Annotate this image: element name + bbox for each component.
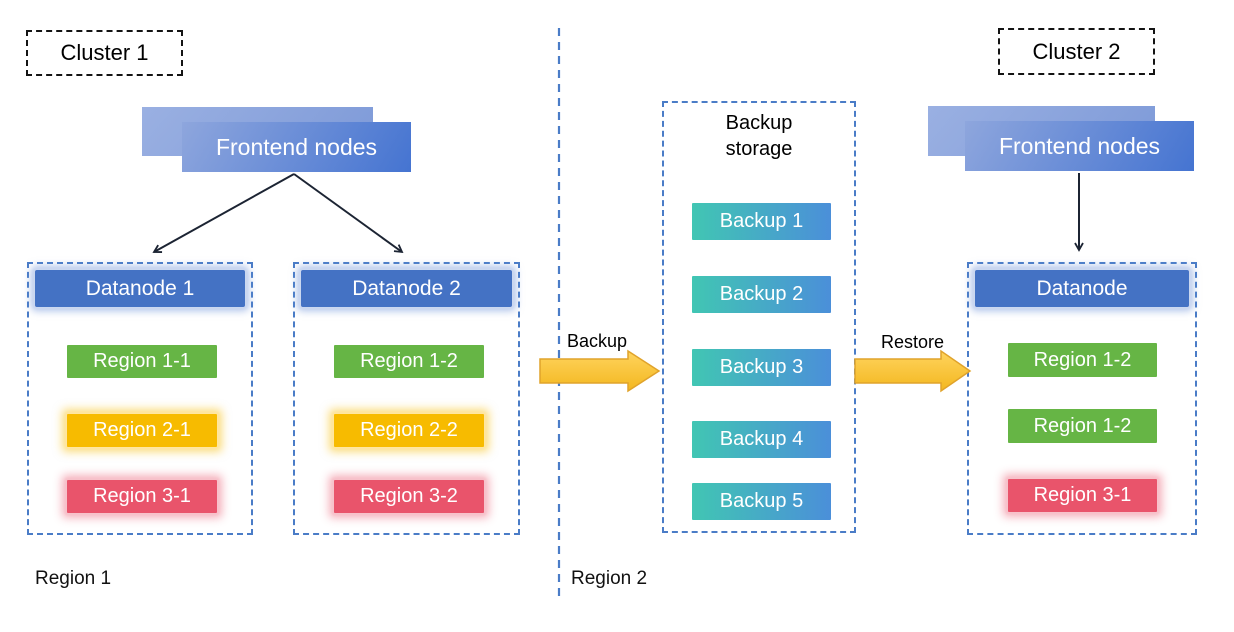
restored-datanode-header: Datanode	[975, 270, 1189, 307]
frontend-left-label: Frontend nodes	[215, 133, 378, 160]
restored-region-a-label: Region 1-2	[1033, 348, 1132, 371]
backup-storage-title-text: Backup storage	[725, 112, 793, 160]
restored-region-c-label: Region 3-1	[1033, 484, 1132, 506]
backup-storage-title: Backup storage	[664, 110, 854, 162]
region-1-1-chip: Region 1-1	[67, 345, 217, 378]
region2-footer-text: Region 2	[571, 568, 648, 589]
backup-flow-arrow	[539, 349, 661, 393]
backup-5-chip: Backup 5	[692, 483, 831, 520]
region-3-1-chip: Region 3-1	[67, 480, 217, 513]
region-3-1-label: Region 3-1	[93, 485, 191, 507]
fork-connector-to-datanode1	[152, 173, 295, 253]
region2-footer-label: Region 2	[571, 568, 647, 590]
backup-2-chip: Backup 2	[692, 276, 831, 313]
region-3-2-label: Region 3-2	[360, 485, 458, 507]
restored-region-b-chip: Region 1-2	[1008, 409, 1157, 443]
region-1-2-chip: Region 1-2	[334, 345, 484, 378]
region-1-2-label: Region 1-2	[360, 350, 458, 372]
fork-connector-to-datanode2	[293, 173, 404, 254]
cluster1-label: Cluster 1	[60, 40, 149, 65]
datanode2-title: Datanode 2	[352, 276, 461, 300]
backup-storage-panel: Backup storage Backup 1 Backup 2 Backup …	[662, 101, 856, 533]
restored-region-b-label: Region 1-2	[1033, 414, 1132, 437]
frontend-right-card: Frontend nodes	[965, 121, 1194, 171]
datanode2-header: Datanode 2	[301, 270, 512, 307]
backup-1-label: Backup 1	[719, 210, 804, 232]
datanode1-panel: Datanode 1 Region 1-1 Region 2-1 Region …	[27, 262, 253, 535]
backup-4-chip: Backup 4	[692, 421, 831, 458]
backup-3-label: Backup 3	[719, 356, 804, 378]
restored-datanode-panel: Datanode Region 1-2 Region 1-2 Region 3-…	[967, 262, 1197, 535]
region1-footer-label: Region 1	[35, 568, 111, 590]
region-1-1-label: Region 1-1	[93, 350, 191, 372]
region-2-2-label: Region 2-2	[360, 419, 458, 441]
region1-footer-text: Region 1	[35, 568, 112, 589]
cluster1-label-box: Cluster 1	[26, 30, 183, 76]
frontend-left-card: Frontend nodes	[182, 122, 411, 172]
region-2-2-chip: Region 2-2	[334, 414, 484, 447]
backup-1-chip: Backup 1	[692, 203, 831, 240]
datanode1-title: Datanode 1	[85, 276, 195, 300]
frontend-right-label: Frontend nodes	[998, 132, 1161, 159]
datanode1-header: Datanode 1	[35, 270, 245, 307]
restored-region-c-chip: Region 3-1	[1008, 479, 1157, 512]
backup-flow-label-text: Backup	[566, 331, 628, 351]
restore-flow-label: Restore	[855, 332, 970, 353]
backup-flow-label: Backup	[538, 331, 656, 352]
backup-3-chip: Backup 3	[692, 349, 831, 386]
restored-region-a-chip: Region 1-2	[1008, 343, 1157, 377]
region-3-2-chip: Region 3-2	[334, 480, 484, 513]
cluster2-label-box: Cluster 2	[998, 28, 1155, 75]
backup-2-label: Backup 2	[719, 283, 804, 305]
region-2-1-label: Region 2-1	[93, 419, 191, 441]
restore-flow-label-text: Restore	[880, 332, 945, 352]
backup-5-label: Backup 5	[719, 490, 804, 512]
restored-datanode-title: Datanode	[1036, 276, 1128, 300]
backup-4-label: Backup 4	[719, 428, 804, 450]
datanode2-panel: Datanode 2 Region 1-2 Region 2-2 Region …	[293, 262, 520, 535]
restore-flow-arrow	[854, 349, 972, 393]
region-2-1-chip: Region 2-1	[67, 414, 217, 447]
cluster2-label: Cluster 2	[1032, 38, 1121, 64]
